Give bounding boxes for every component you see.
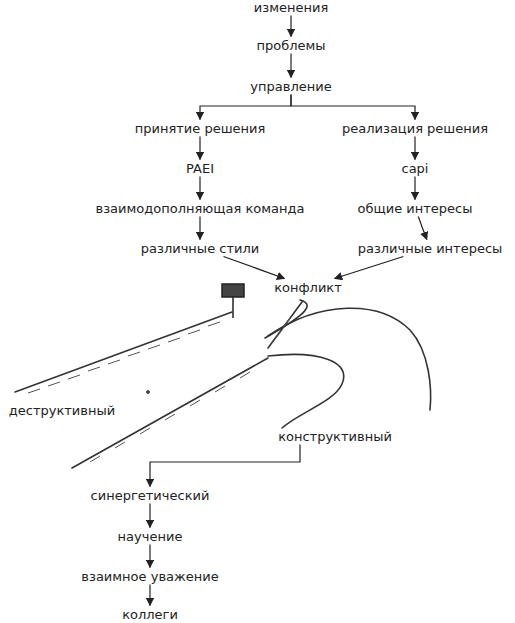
flow-arrow bbox=[199, 217, 200, 240]
flow-node: capi bbox=[399, 160, 432, 177]
hatch-marks bbox=[28, 322, 220, 393]
flow-node: синергетический bbox=[88, 487, 213, 504]
road-lines bbox=[15, 300, 431, 468]
flow-node: проблемы bbox=[253, 37, 328, 54]
node-text: коллеги bbox=[122, 607, 178, 622]
flow-node: принятие решения bbox=[132, 120, 269, 137]
flow-arrow bbox=[199, 137, 200, 160]
flow-arrow bbox=[199, 177, 200, 200]
node-text: capi bbox=[402, 161, 429, 176]
flow-arrow bbox=[290, 16, 291, 37]
flow-node: изменения bbox=[251, 0, 331, 16]
node-text: взаимное уважение bbox=[81, 569, 218, 584]
flow-node: общие интересы bbox=[355, 200, 476, 217]
signpost bbox=[222, 284, 244, 318]
road-edge bbox=[15, 312, 232, 392]
flow-arrow bbox=[150, 445, 300, 487]
node-text: конфликт bbox=[274, 280, 342, 295]
node-text: изменения bbox=[254, 0, 328, 15]
node-text: управление bbox=[250, 79, 331, 94]
flow-arrow bbox=[290, 54, 291, 78]
flow-arrow bbox=[335, 257, 404, 279]
signpost-pole bbox=[232, 296, 234, 318]
flow-node: реализация решения bbox=[339, 120, 491, 137]
flow-arrow bbox=[149, 504, 150, 528]
node-text: проблемы bbox=[256, 38, 325, 53]
node-text: синергетический bbox=[91, 488, 210, 503]
flow-arrow bbox=[418, 217, 427, 240]
flow-arrow bbox=[291, 95, 415, 120]
road-edge bbox=[265, 300, 307, 338]
flow-node: деструктивный bbox=[6, 402, 118, 419]
node-text: принятие решения bbox=[135, 121, 266, 136]
signpost-board bbox=[222, 284, 244, 297]
flow-node: PAEI bbox=[183, 160, 217, 177]
flow-arrow bbox=[200, 95, 291, 120]
node-text: конструктивный bbox=[278, 429, 392, 444]
road-edge bbox=[268, 308, 431, 410]
flow-node: коллеги bbox=[119, 606, 181, 623]
flow-node: научение bbox=[115, 528, 186, 545]
road-dot bbox=[147, 391, 150, 394]
road-edge bbox=[268, 354, 344, 428]
flow-node: конструктивный bbox=[275, 428, 395, 445]
flow-node: взаимное уважение bbox=[78, 568, 221, 585]
flow-arrow bbox=[414, 137, 415, 160]
node-text: научение bbox=[118, 529, 183, 544]
flow-arrow bbox=[149, 545, 150, 568]
flow-node: конфликт bbox=[271, 279, 345, 296]
node-text: взаимодополняющая команда bbox=[96, 201, 305, 216]
flow-node: различные стили bbox=[138, 240, 262, 257]
node-text: PAEI bbox=[186, 161, 214, 176]
flow-arrow bbox=[224, 257, 285, 279]
node-text: деструктивный bbox=[9, 403, 115, 418]
flow-arrow bbox=[414, 177, 415, 200]
flow-arrow bbox=[149, 585, 150, 606]
node-text: различные стили bbox=[141, 241, 259, 256]
flow-node: различные интересы bbox=[355, 240, 506, 257]
hatch-marks bbox=[90, 318, 290, 462]
flow-node: управление bbox=[247, 78, 334, 95]
node-text: различные интересы bbox=[358, 241, 503, 256]
node-text: реализация решения bbox=[342, 121, 488, 136]
node-text: общие интересы bbox=[358, 201, 473, 216]
road-hatching bbox=[28, 318, 290, 462]
flow-node: взаимодополняющая команда bbox=[93, 200, 308, 217]
